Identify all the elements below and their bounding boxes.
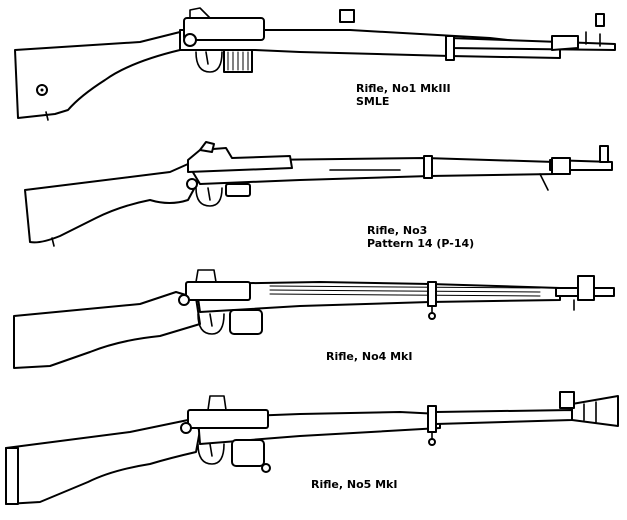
no1-nose-cap — [551, 35, 579, 51]
no1-trigger-guard — [195, 51, 223, 73]
caption-no4: Rifle, No4 MkI — [326, 350, 412, 363]
no5-trigger-guard — [197, 443, 225, 465]
no5-rear-sight — [207, 395, 227, 411]
no4-trigger-guard — [197, 313, 225, 335]
caption-no5: Rifle, No5 MkI — [311, 478, 397, 491]
caption-no5-name: Rifle, No5 MkI — [311, 478, 398, 491]
no5-band — [427, 405, 437, 433]
no3-sight-ears — [199, 141, 215, 153]
no4-bolt-knob — [178, 294, 190, 306]
no3-front-sight — [599, 145, 609, 163]
no4-receiver — [185, 281, 251, 301]
no1-stock — [14, 31, 181, 119]
no5-magazine — [231, 439, 265, 467]
no5-front-sight — [559, 391, 575, 409]
no5-barrel — [435, 409, 573, 425]
no3-bolt-knob — [186, 178, 198, 190]
caption-no3-variant: Pattern 14 (P-14) — [367, 237, 475, 250]
no3-band-1 — [423, 155, 433, 179]
caption-no4-name: Rifle, No4 MkI — [326, 350, 413, 363]
no5-receiver — [187, 409, 269, 429]
no4-rear-sight — [195, 269, 217, 283]
no1-forend — [179, 29, 561, 59]
caption-no1: Rifle, No1 MkIII SMLE — [356, 82, 451, 108]
no4-stock — [13, 291, 201, 369]
caption-no1-name: Rifle, No1 MkIII — [356, 82, 451, 95]
rifle-no3-drawing — [24, 141, 613, 247]
no5-flash-hider — [571, 395, 619, 427]
caption-no1-variant: SMLE — [356, 95, 390, 108]
caption-no3: Rifle, No3 Pattern 14 (P-14) — [367, 224, 474, 250]
no1-bolt-knob — [183, 33, 197, 47]
caption-no3-name: Rifle, No3 — [367, 224, 428, 237]
no5-butt-pad — [5, 447, 19, 505]
no1-receiver — [183, 17, 265, 41]
no5-stock — [5, 419, 201, 505]
no1-rear-sight — [339, 9, 355, 23]
no3-trigger-guard — [195, 187, 223, 207]
no5-sling-swivel — [261, 463, 271, 473]
rifle-no1-mkiii-drawing — [14, 7, 616, 121]
no5-bolt-knob — [180, 422, 192, 434]
no4-band — [427, 281, 437, 307]
no4-magazine — [229, 309, 263, 335]
no1-barrel — [449, 37, 616, 51]
no1-band — [445, 35, 455, 61]
no4-front-sight — [577, 275, 595, 301]
no4-handguard-ribs — [269, 285, 541, 297]
no1-bolt — [189, 7, 211, 19]
rifle-no5-drawing — [5, 391, 619, 505]
no3-stock — [24, 163, 201, 244]
no3-magazine-floor — [225, 183, 251, 197]
rifle-no4-drawing — [13, 269, 615, 369]
no3-nose-cap — [551, 157, 571, 175]
